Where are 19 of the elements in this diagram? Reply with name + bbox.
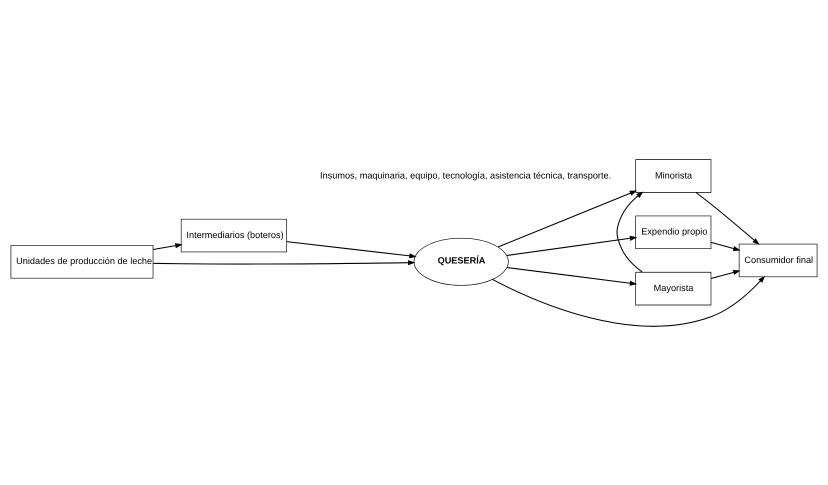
arrow: [506, 235, 638, 256]
arrow: [506, 266, 638, 286]
arrow: [492, 275, 766, 326]
label: Insumos, maquinaria, equipo, tecnología, asistencia técnica, transporte.: [320, 170, 612, 180]
arrow: [498, 190, 638, 248]
node-box: Mayorista: [635, 271, 712, 305]
arrow: [710, 269, 741, 279]
node-box: Expendio propio: [635, 215, 712, 248]
node-ellipse: QUESERÍA: [414, 237, 509, 286]
arrow: [696, 192, 760, 244]
arrow: [710, 241, 741, 250]
node-box: Minorista: [635, 158, 712, 192]
node-box: Unidades de producción de leche: [10, 244, 154, 278]
arrow: [153, 260, 416, 265]
arrow: [286, 240, 417, 258]
node-box: Consumidor final: [738, 243, 818, 277]
arrow: [153, 242, 183, 250]
node-box: Intermediarios (boteros): [180, 218, 287, 252]
arrow: [616, 191, 644, 272]
